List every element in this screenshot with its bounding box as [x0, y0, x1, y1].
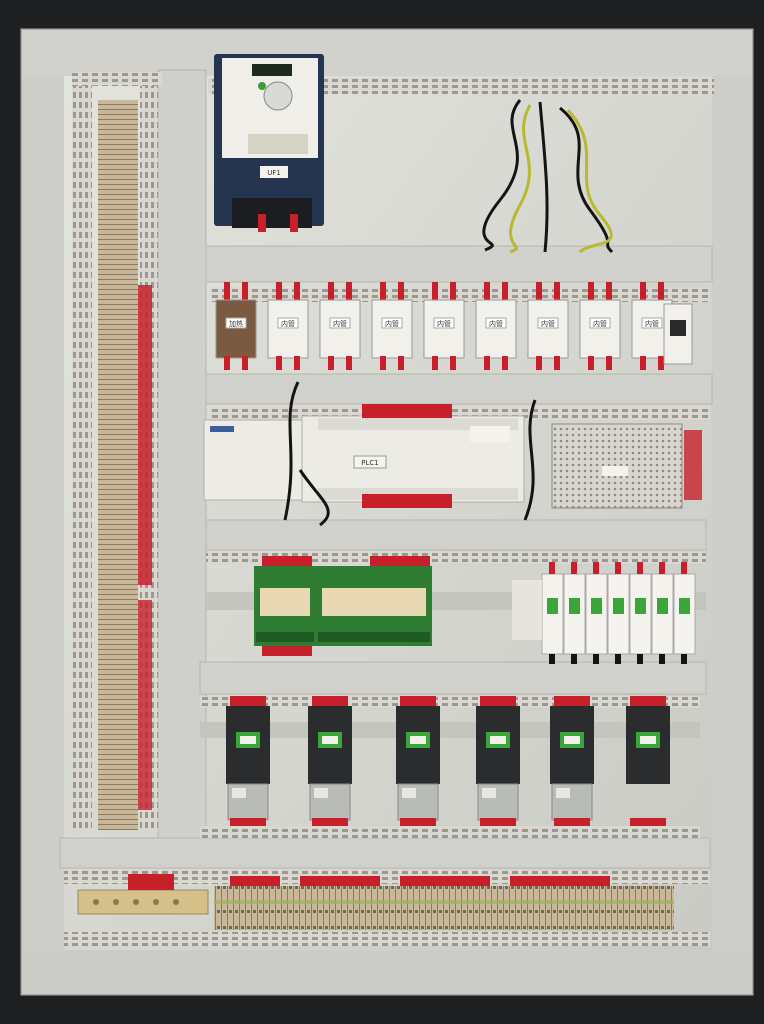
circuit-breaker	[651, 562, 674, 664]
contactor	[626, 696, 670, 832]
solid-state-relay: 内管	[371, 282, 413, 370]
plc-expansion-module	[203, 419, 305, 501]
circuit-breaker-row	[541, 562, 696, 664]
left-wire-duct	[72, 72, 92, 832]
ssr-label: 内管	[437, 319, 451, 328]
ground-bar	[77, 874, 209, 915]
terminal-strip-vertical	[98, 100, 138, 830]
frame-center-upright	[157, 69, 207, 841]
fuse-holders	[512, 580, 542, 640]
solid-state-relay: 内管	[423, 282, 465, 370]
solid-state-relay: 加热	[215, 282, 257, 370]
rail-3	[205, 519, 707, 551]
frame-top-rail	[22, 30, 752, 76]
frame-upright-left	[22, 30, 64, 994]
fuse-holder	[663, 303, 693, 365]
ssr-label: 内管	[281, 319, 295, 328]
contactor	[396, 696, 440, 832]
relay-module-left	[254, 566, 316, 646]
ssr-label: 内管	[593, 319, 607, 328]
vfd-label: UF1	[267, 169, 281, 177]
variable-frequency-drive: UF1	[214, 54, 324, 232]
rail-1	[205, 245, 713, 283]
loose-wire-bundle	[482, 99, 614, 254]
circuit-breaker	[629, 562, 652, 664]
solid-state-relay: 内管	[267, 282, 309, 370]
relay-module-right	[316, 566, 432, 646]
circuit-breaker	[563, 562, 586, 664]
frame-upright-right	[712, 30, 752, 994]
ssr-label: 加热	[229, 319, 243, 328]
contactor	[476, 696, 520, 832]
terminal-wires-left	[138, 285, 152, 810]
ssr-label: 内管	[541, 319, 555, 328]
ssr-label: 内管	[385, 319, 399, 328]
frame-bottom-rail	[22, 950, 752, 994]
contactor	[226, 696, 270, 832]
solid-state-relay: 内管	[579, 282, 621, 370]
rail-5	[59, 837, 711, 869]
circuit-breaker	[673, 562, 696, 664]
rail-2	[205, 373, 713, 405]
ssr-label: 内管	[645, 319, 659, 328]
ssr-label: 内管	[489, 319, 503, 328]
ssr-row: 加热 内管 内管 内管 内管 内管 内管 内管 内管	[215, 282, 693, 370]
relay-wires	[262, 556, 430, 656]
rail-4	[199, 661, 707, 695]
contactor	[308, 696, 352, 832]
circuit-breaker	[607, 562, 630, 664]
circuit-breaker	[585, 562, 608, 664]
plc-label: PLC1	[361, 459, 378, 467]
circuit-breaker	[541, 562, 564, 664]
top-wire-duct	[208, 78, 714, 94]
plc-row: PLC1	[203, 381, 702, 527]
terminal-strip-horizontal	[214, 886, 674, 930]
solid-state-relay: 内管	[527, 282, 569, 370]
contactor	[550, 696, 594, 832]
solid-state-relay: 内管	[475, 282, 517, 370]
solid-state-relay: 内管	[319, 282, 361, 370]
ssr-label: 内管	[333, 319, 347, 328]
